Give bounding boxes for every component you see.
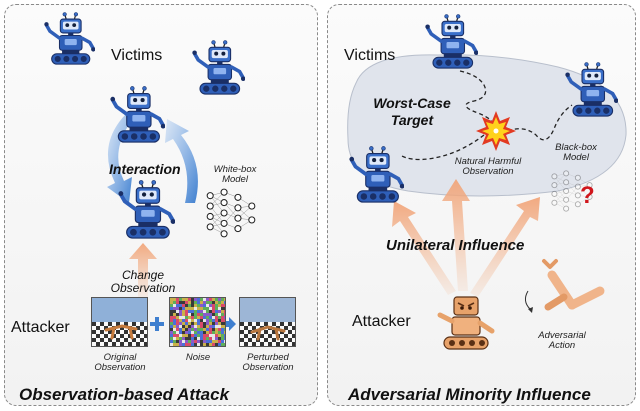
- robot-icon: [564, 61, 618, 119]
- robot-icon: [348, 145, 404, 205]
- right-panel: ? Victims Worst-Case Target Natural Harm…: [327, 4, 636, 406]
- trajectory-path: [507, 104, 573, 141]
- adversarial-action-icon: [542, 259, 605, 311]
- worst-case-target-label: Worst-Case Target: [373, 95, 451, 128]
- adversarial-action-label: Adversarial Action: [538, 330, 586, 351]
- attacker-label: Attacker: [352, 313, 411, 330]
- interaction-arrow-down: [107, 115, 133, 203]
- robot-icon: [43, 11, 95, 67]
- perturbed-observation-image: [239, 297, 296, 347]
- influence-arrow: [442, 179, 470, 291]
- explosion-icon: [476, 111, 516, 151]
- victims-label: Victims: [111, 47, 163, 64]
- robot-icon: [117, 179, 175, 241]
- blackbox-model-label: Black-box Model: [555, 142, 597, 163]
- influence-arrow: [470, 197, 540, 297]
- noise-image: [169, 297, 226, 347]
- influence-arrow: [392, 201, 456, 295]
- robot-icon: [424, 13, 478, 71]
- question-mark-icon: ?: [580, 182, 595, 209]
- whitebox-model-label: White-box Model: [213, 164, 257, 185]
- natural-harmful-observation-label: Natural Harmful Observation: [454, 156, 522, 177]
- right-panel-title: Adversarial Minority Influence: [348, 385, 591, 404]
- unilateral-influence-label: Unilateral Influence: [386, 237, 525, 254]
- robot-icon: [191, 39, 245, 97]
- left-panel-graphics: [107, 115, 236, 331]
- original-observation-label: Original Observation: [94, 352, 146, 373]
- interaction-label: Interaction: [109, 161, 181, 177]
- neural-network-icon: [205, 187, 257, 239]
- change-observation-label: Change Observation: [110, 268, 176, 295]
- attacker-label: Attacker: [11, 319, 70, 336]
- perturbed-observation-label: Perturbed Observation: [242, 352, 294, 373]
- original-observation-image: [91, 297, 148, 347]
- change-observation-arrow: [129, 243, 157, 297]
- victims-label: Victims: [344, 47, 396, 64]
- interaction-arrow-up: [165, 119, 198, 203]
- left-panel-title: Observation-based Attack: [19, 385, 230, 404]
- noise-label: Noise: [185, 352, 211, 363]
- action-arrow-icon: [524, 290, 531, 310]
- robot-icon: [109, 85, 165, 145]
- to-perturbed-arrow: [223, 317, 236, 331]
- attacker-robot-icon: [437, 296, 495, 350]
- plus-icon: [150, 317, 164, 331]
- right-panel-graphics: ?: [347, 54, 627, 350]
- trajectory-path: [459, 70, 495, 130]
- left-panel: Victims Interaction White-box Model Chan…: [4, 4, 318, 406]
